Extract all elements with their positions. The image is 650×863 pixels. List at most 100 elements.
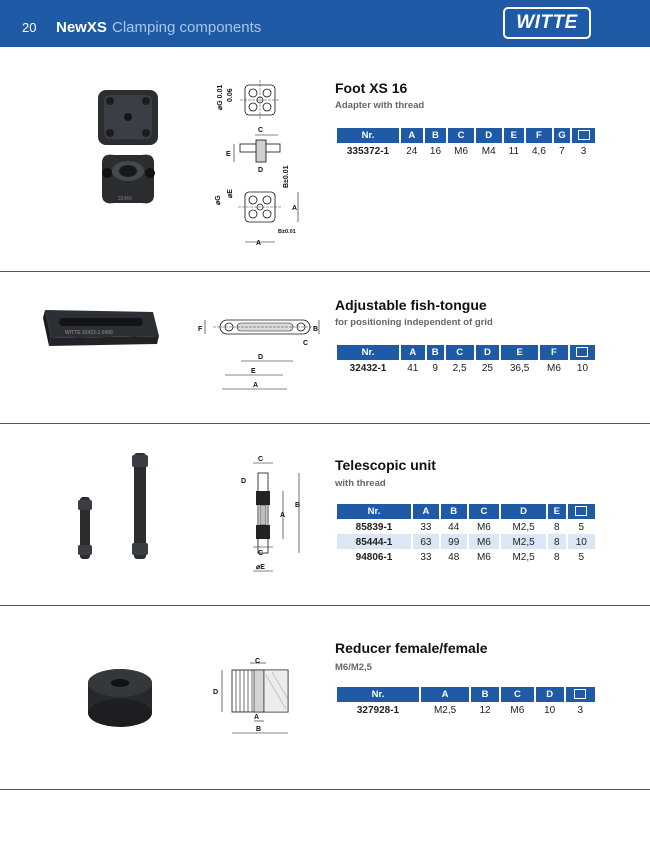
product-photo xyxy=(88,669,152,727)
table-cell: 8 xyxy=(547,534,566,549)
table-cell: M6 xyxy=(539,359,568,375)
dim-label: B±0.01 xyxy=(278,229,296,235)
dim-label: ⌀E xyxy=(256,564,265,571)
witte-logo: WITTE xyxy=(503,7,591,39)
table-cell: 3 xyxy=(565,701,595,717)
weight-icon xyxy=(576,346,589,357)
table-row: 94806-1 33 48 M6 M2,5 8 5 xyxy=(337,549,595,564)
section-divider xyxy=(0,605,650,606)
page-header: 20 NewXS Clamping components WITTE xyxy=(0,0,650,47)
table-cell: 10 xyxy=(567,534,595,549)
table-cell: 5 xyxy=(578,551,585,563)
column-header: B xyxy=(426,345,444,359)
table-cell: 8 xyxy=(547,518,566,534)
column-header: B xyxy=(471,687,499,701)
product-title: Adjustable fish-tongue xyxy=(335,297,487,313)
dim-label: D xyxy=(258,354,263,361)
dim-label: C xyxy=(303,340,308,347)
table-cell: 4,6 xyxy=(526,142,552,158)
table-cell: 5 xyxy=(567,518,595,534)
table-cell: 335372-1 xyxy=(337,142,399,158)
section-divider xyxy=(0,423,650,424)
table-cell: M2,5 xyxy=(501,518,546,534)
dim-label: A xyxy=(292,205,297,212)
weight-icon xyxy=(574,688,587,699)
weight-icon xyxy=(577,129,590,140)
weight-column-header xyxy=(565,687,595,701)
product-title: Telescopic unit xyxy=(335,457,436,473)
column-header: D xyxy=(501,504,546,518)
column-header: A xyxy=(413,504,439,518)
column-header: E xyxy=(503,128,525,142)
column-header: A xyxy=(421,687,470,701)
dim-label: ⌀G 0.01 xyxy=(217,85,224,110)
spec-table: Nr. A B C D 327928-1 M2,5 12 M6 10 3 xyxy=(335,687,597,717)
dim-label: A xyxy=(253,382,258,389)
section-divider xyxy=(0,789,650,790)
table-row: 335372-1 24 16 M6 M4 11 4,6 7 3 xyxy=(337,142,595,158)
column-header: Nr. xyxy=(337,345,399,359)
column-header: B xyxy=(440,504,467,518)
table-cell: 41 xyxy=(401,359,425,375)
spec-table: Nr. A B C D E 85839-1 33 44 M6 M2,5 8 5 … xyxy=(335,504,597,564)
dim-label: C xyxy=(258,456,263,463)
table-cell: 99 xyxy=(440,534,467,549)
table-row: 327928-1 M2,5 12 M6 10 3 xyxy=(337,701,595,717)
dim-label: D xyxy=(213,689,218,696)
dim-label: A xyxy=(280,512,285,519)
technical-drawing: C D A B C ⌀E xyxy=(241,456,300,572)
table-cell: 7 xyxy=(553,142,571,158)
product-photo xyxy=(78,453,148,559)
table-cell: 32432-1 xyxy=(337,359,399,375)
column-header: Nr. xyxy=(337,128,399,142)
column-header: B xyxy=(424,128,447,142)
table-cell: 8 xyxy=(554,551,560,563)
dim-label: ⌀G xyxy=(215,195,222,205)
dim-label: B xyxy=(295,502,300,509)
spec-table: Nr. A B C D E F 32432-1 41 9 2,5 25 36,5… xyxy=(335,345,597,375)
column-header: C xyxy=(500,687,534,701)
spec-table: Nr. A B C D E F G 335372-1 24 16 M6 M4 1… xyxy=(335,128,597,158)
product-subtitle: M6/M2,5 xyxy=(335,662,372,673)
technical-drawing: F B C D E A xyxy=(198,319,320,390)
technical-drawing: ⌀G 0.01 0.06 C E D ⌀G ⌀E A B±0.01 A B±0.… xyxy=(215,80,299,247)
weight-column-header xyxy=(569,345,595,359)
page-number: 20 xyxy=(22,20,37,35)
column-header: C xyxy=(468,504,500,518)
weight-column-header xyxy=(572,128,595,142)
table-cell: M6 xyxy=(476,551,491,563)
dim-label: A xyxy=(256,240,261,247)
dim-label: E xyxy=(226,151,231,158)
table-cell: 12 xyxy=(471,701,499,717)
table-cell: 33 xyxy=(420,551,432,563)
dim-label: ⌀E xyxy=(227,189,234,198)
dim-label: A xyxy=(254,714,259,721)
product-subtitle: for positioning independent of grid xyxy=(335,317,493,328)
column-header: C xyxy=(445,345,474,359)
table-row: 32432-1 41 9 2,5 25 36,5 M6 10 xyxy=(337,359,595,375)
product-title: Reducer female/female xyxy=(335,640,488,656)
svg-text:32460: 32460 xyxy=(118,196,132,202)
table-cell: 25 xyxy=(475,359,500,375)
weight-icon xyxy=(575,505,588,516)
table-cell: 2,5 xyxy=(445,359,474,375)
product-subtitle: with thread xyxy=(335,478,386,489)
table-row: 85444-1 63 99 M6 M2,5 8 10 xyxy=(337,534,595,549)
table-cell: 9 xyxy=(426,359,444,375)
table-cell: 63 xyxy=(413,534,439,549)
column-header: D xyxy=(475,128,502,142)
dim-label: 0.06 xyxy=(227,88,234,102)
dim-label: B±0.01 xyxy=(283,165,290,188)
column-header: Nr. xyxy=(337,504,411,518)
table-cell: 327928-1 xyxy=(337,701,419,717)
table-cell: 16 xyxy=(424,142,447,158)
dim-label: E xyxy=(251,368,256,375)
catalog-title: NewXS xyxy=(56,19,107,36)
table-cell: 10 xyxy=(569,359,595,375)
table-cell: M6 xyxy=(468,518,500,534)
table-cell: M4 xyxy=(475,142,502,158)
table-cell: M6 xyxy=(468,534,500,549)
svg-text:WITTE 32432-1 0000: WITTE 32432-1 0000 xyxy=(65,330,113,336)
product-subtitle: Adapter with thread xyxy=(335,100,425,111)
table-cell: M2,5 xyxy=(501,534,546,549)
